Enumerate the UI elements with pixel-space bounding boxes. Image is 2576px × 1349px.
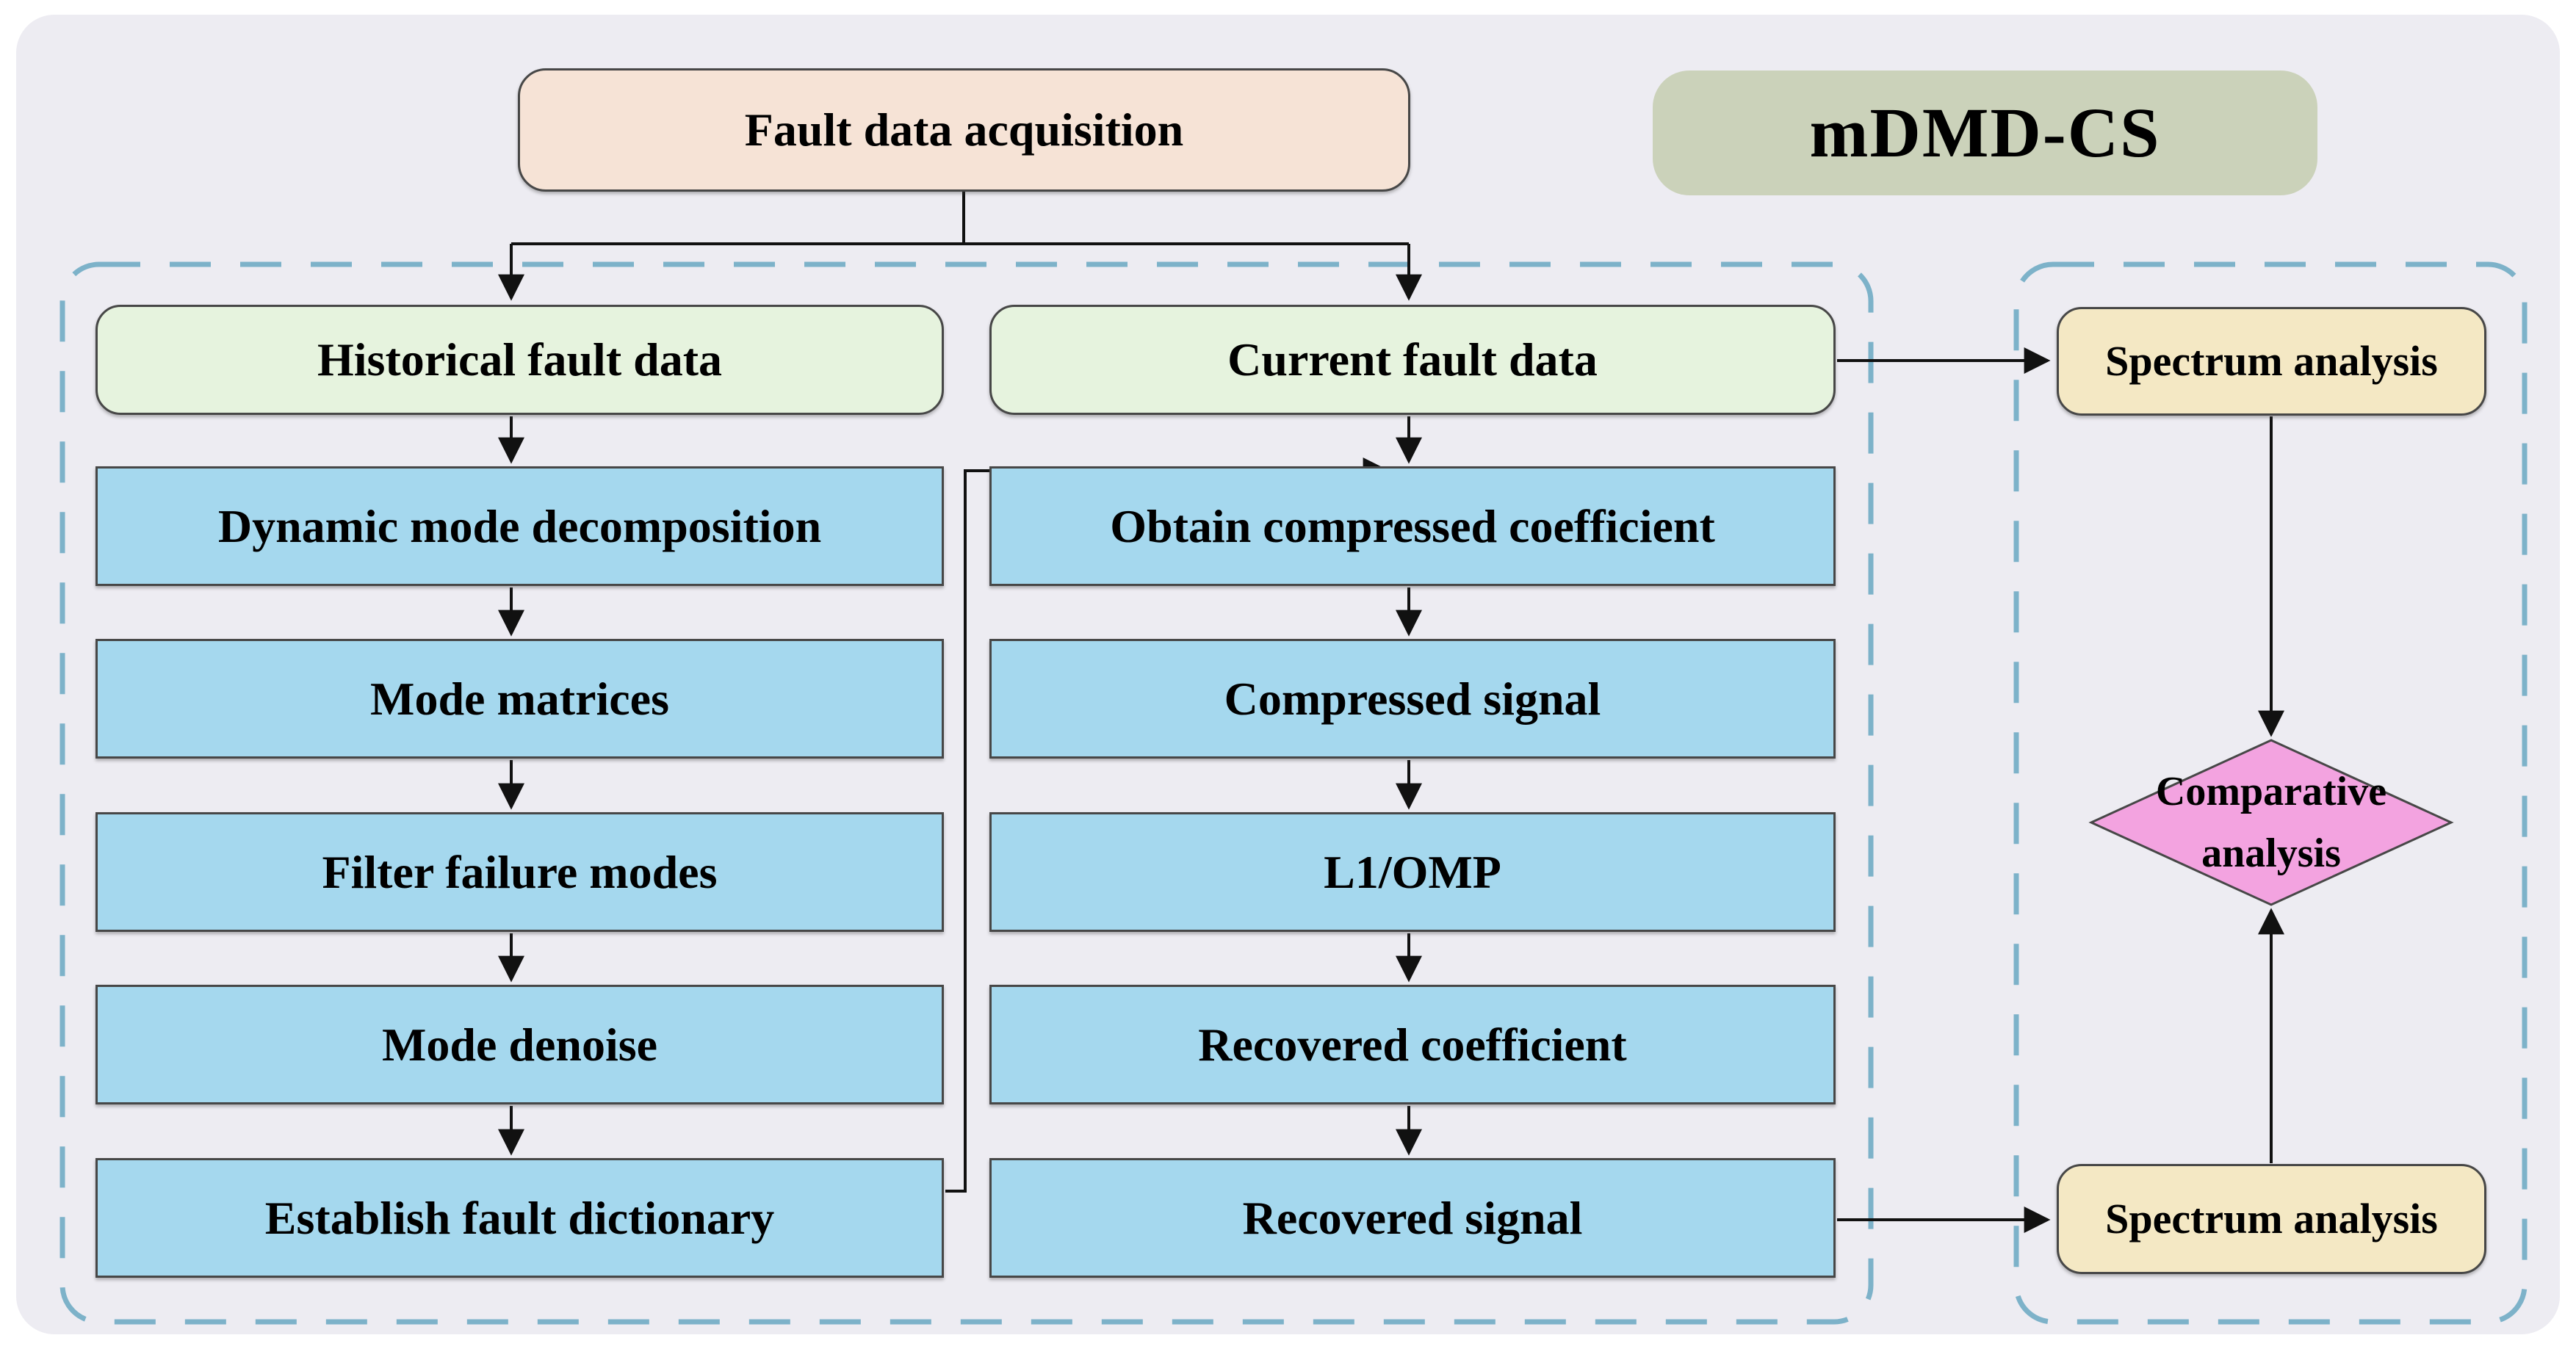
- node-label: Compressed signal: [1224, 672, 1601, 725]
- node-l1-omp: L1/OMP: [989, 812, 1836, 932]
- node-label: Recovered signal: [1242, 1191, 1583, 1244]
- node-filter-failure-modes: Filter failure modes: [95, 812, 944, 932]
- node-label: Recovered coefficient: [1198, 1018, 1627, 1071]
- node-mode-matrices: Mode matrices: [95, 639, 944, 759]
- node-current-fault-data: Current fault data: [989, 305, 1836, 415]
- dmd-cs-group-border: [59, 261, 1874, 1325]
- node-label: Establish fault dictionary: [264, 1191, 775, 1244]
- node-label: Dynamic mode decomposition: [217, 499, 822, 552]
- node-recovered-signal: Recovered signal: [989, 1158, 1836, 1278]
- node-label: Mode matrices: [370, 672, 669, 725]
- node-label: Historical fault data: [317, 333, 723, 386]
- node-mode-denoise: Mode denoise: [95, 985, 944, 1104]
- node-establish-fault-dictionary: Establish fault dictionary: [95, 1158, 944, 1278]
- analysis-group-border: [2013, 261, 2528, 1325]
- node-obtain-compressed-coefficient: Obtain compressed coefficient: [989, 466, 1836, 586]
- node-comparative-analysis: Comparative analysis: [2124, 753, 2418, 892]
- node-fault-data-acquisition: Fault data acquisition: [518, 68, 1410, 192]
- node-spectrum-analysis-top: Spectrum analysis: [2057, 307, 2486, 416]
- node-spectrum-analysis-bottom: Spectrum analysis: [2057, 1164, 2486, 1274]
- comparative-analysis-diamond: [2088, 739, 2454, 906]
- node-compressed-signal: Compressed signal: [989, 639, 1836, 759]
- node-label: Spectrum analysis: [2105, 336, 2438, 385]
- node-label: Spectrum analysis: [2105, 1194, 2438, 1243]
- method-badge: mDMD-CS: [1653, 70, 2317, 195]
- node-label: L1/OMP: [1324, 845, 1501, 898]
- node-dynamic-mode-decomposition: Dynamic mode decomposition: [95, 466, 944, 586]
- node-label: Filter failure modes: [322, 845, 718, 898]
- method-badge-label: mDMD-CS: [1809, 93, 2161, 172]
- node-label: Comparative analysis: [2155, 769, 2387, 876]
- connectors: [498, 192, 2284, 1233]
- node-recovered-coefficient: Recovered coefficient: [989, 985, 1836, 1104]
- node-historical-fault-data: Historical fault data: [95, 305, 944, 415]
- node-label: Fault data acquisition: [744, 104, 1184, 156]
- node-label: Mode denoise: [381, 1018, 658, 1071]
- node-label: Current fault data: [1227, 333, 1598, 386]
- node-label: Obtain compressed coefficient: [1110, 499, 1715, 552]
